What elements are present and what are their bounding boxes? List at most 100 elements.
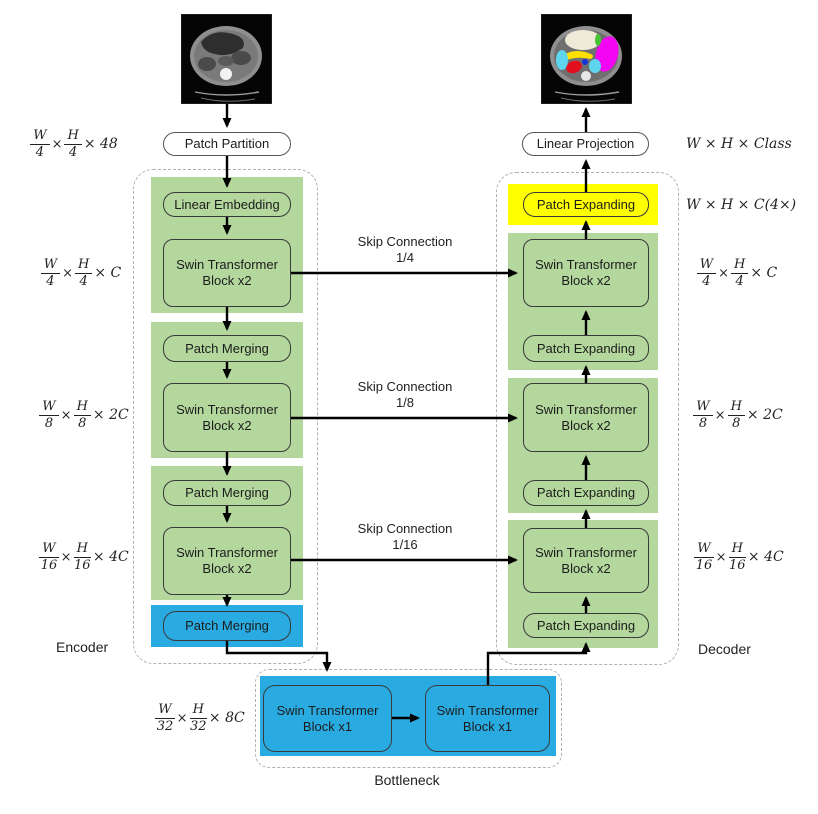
patch-expanding-label: Patch Expanding xyxy=(536,617,636,633)
patch-merging-label: Patch Merging xyxy=(185,618,269,633)
patch-expanding-label: Patch Expanding xyxy=(536,196,636,212)
times-sign: × xyxy=(718,265,730,281)
times-sign: × xyxy=(62,265,74,281)
patch-merging-box-2: Patch Merging xyxy=(163,480,291,506)
swin-block-line2: Block x2 xyxy=(561,417,611,433)
swin-block-line1: Swin Transformer xyxy=(176,545,278,560)
patch-expanding-box-3: Patch Expanding xyxy=(523,613,649,638)
swin-block-line2: Block x1 xyxy=(462,718,513,734)
swin-block-line2: Block x2 xyxy=(561,273,611,288)
dim-tail: × 48 xyxy=(83,136,118,152)
output-segmentation-image xyxy=(541,14,632,104)
organ-red xyxy=(566,60,582,74)
swin-block-line1: Swin Transformer xyxy=(176,257,278,272)
organ-green xyxy=(595,34,601,46)
patch-partition-label: Patch Partition xyxy=(184,136,270,151)
organ-yellow xyxy=(565,51,593,60)
patch-merging-box-1: Patch Merging xyxy=(163,335,291,362)
organ-magenta xyxy=(595,36,619,72)
skip-connection-text: Skip Connection xyxy=(357,521,453,536)
times-sign: × xyxy=(714,407,726,423)
swin-block-line1: Swin Transformer xyxy=(436,702,539,718)
linear-projection-box: Linear Projection xyxy=(522,132,649,156)
scanner-table-line xyxy=(554,91,620,96)
bottleneck-section-label: Bottleneck xyxy=(374,772,440,788)
bottleneck-swin-block-1: Swin Transformer Block x1 xyxy=(263,685,392,752)
times-sign: × xyxy=(60,549,72,565)
bottleneck-container xyxy=(255,669,562,768)
dim-tail: × 2C xyxy=(746,407,783,423)
encoder-swin-block-3: Swin Transformer Block x2 xyxy=(163,527,291,595)
skip-connection-ratio: 1/4 xyxy=(395,250,415,265)
skip-connection-label-2: Skip Connection 1/8 xyxy=(330,379,480,411)
encoder-container xyxy=(133,169,318,664)
swin-block-line1: Swin Transformer xyxy=(176,401,278,417)
encoder-swin-block-1: Swin Transformer Block x2 xyxy=(163,239,291,307)
patch-expanding-final-box: Patch Expanding xyxy=(523,192,649,217)
patch-merging-label: Patch Merging xyxy=(185,340,269,356)
swin-block-line1: Swin Transformer xyxy=(276,702,379,718)
linear-embedding-label: Linear Embedding xyxy=(174,196,280,212)
skip-connection-text: Skip Connection xyxy=(357,379,453,394)
skip-connection-label-3: Skip Connection 1/16 xyxy=(330,521,480,553)
dim-label-right-c4x: W × H × C(4×) xyxy=(686,197,797,213)
dim-tail: × 2C xyxy=(92,407,129,423)
scanner-table-line xyxy=(194,91,260,96)
encoder-swin-block-2: Swin Transformer Block x2 xyxy=(163,383,291,452)
swin-block-line1: Swin Transformer xyxy=(535,544,637,560)
times-sign: × xyxy=(715,549,727,565)
times-sign: × xyxy=(60,407,72,423)
skip-connection-ratio: 1/16 xyxy=(392,537,418,552)
skip-connection-ratio: 1/8 xyxy=(395,395,415,410)
dim-tail: × C xyxy=(94,265,122,281)
organ-white xyxy=(565,30,601,50)
input-ct-image xyxy=(181,14,272,104)
dim-tail: × 4C xyxy=(747,549,784,565)
organ-blue xyxy=(582,59,588,65)
decoder-section-label: Decoder xyxy=(698,641,751,657)
swin-block-line2: Block x2 xyxy=(561,560,611,576)
patch-merging-box-3: Patch Merging xyxy=(163,611,291,641)
swin-block-line1: Swin Transformer xyxy=(535,257,637,272)
patch-partition-box: Patch Partition xyxy=(163,132,291,156)
times-sign: × xyxy=(51,136,63,152)
dim-tail: × 8C xyxy=(208,710,245,726)
swin-block-line2: Block x1 xyxy=(302,718,353,734)
decoder-swin-block-1: Swin Transformer Block x2 xyxy=(523,239,649,307)
times-sign: × xyxy=(176,710,188,726)
organ-cyan-left xyxy=(556,50,568,70)
vertebra xyxy=(581,71,591,81)
skip-connection-text: Skip Connection xyxy=(357,234,453,249)
skip-connection-label-1: Skip Connection 1/4 xyxy=(330,234,480,266)
decoder-swin-block-2: Swin Transformer Block x2 xyxy=(523,383,649,452)
bottleneck-swin-block-2: Swin Transformer Block x1 xyxy=(425,685,550,752)
patch-expanding-label: Patch Expanding xyxy=(536,485,636,500)
decoder-swin-block-3: Swin Transformer Block x2 xyxy=(523,528,649,593)
linear-embedding-box: Linear Embedding xyxy=(163,192,291,217)
patch-expanding-label: Patch Expanding xyxy=(536,340,636,356)
swin-block-line2: Block x2 xyxy=(202,273,252,288)
linear-projection-label: Linear Projection xyxy=(536,136,635,151)
dim-tail: × 4C xyxy=(92,549,129,565)
